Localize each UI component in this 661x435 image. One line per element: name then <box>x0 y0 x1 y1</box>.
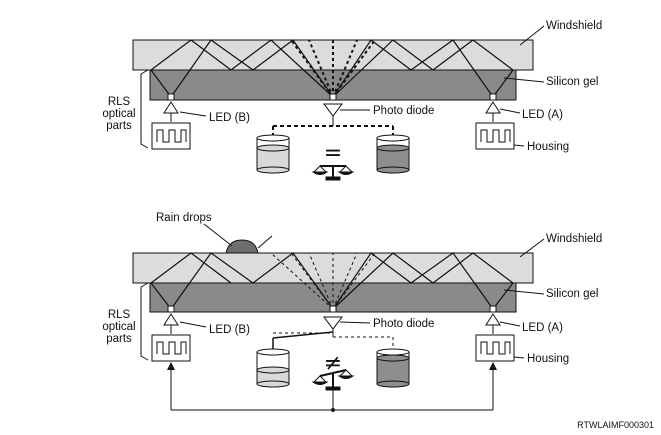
led-a-window <box>489 305 497 313</box>
led-triangle-icon <box>485 313 501 326</box>
rls-label: optical <box>102 108 135 120</box>
housing-b <box>151 122 191 150</box>
housing-a <box>475 122 515 150</box>
led-b-window <box>167 93 175 101</box>
led-triangle-icon <box>485 101 501 114</box>
led-a-window <box>489 93 497 101</box>
pulse-wave-icon <box>156 129 187 143</box>
silicon-gel-label: Silicon gel <box>546 76 598 88</box>
rls-bracket <box>140 282 149 361</box>
panel-no-rain: = RLS optical parts Windshield Silicon g… <box>102 20 602 181</box>
rls-label: optical <box>102 321 135 333</box>
pulse-wave-icon <box>480 341 511 355</box>
panel-with-rain: Rain drops <box>102 212 602 412</box>
photo-diode-label: Photo diode <box>373 105 434 117</box>
housing-label: Housing <box>527 141 569 153</box>
led-b-window <box>167 305 175 313</box>
light-rays-solid <box>150 252 514 310</box>
silicon-gel-label: Silicon gel <box>546 288 598 300</box>
container-icon <box>376 134 410 174</box>
photo-diode-label: Photo diode <box>373 318 434 330</box>
equal-sign: = <box>324 141 342 166</box>
reference-code: RTWLAIMF000301 <box>577 420 654 430</box>
photo-diode-triangle-icon <box>323 103 343 117</box>
housing-b <box>151 334 191 362</box>
led-triangle-icon <box>163 101 179 114</box>
windshield-label: Windshield <box>546 233 602 245</box>
led-b-label: LED (B) <box>209 112 250 124</box>
light-rays-dashed <box>290 39 376 98</box>
photo-diode-window <box>329 305 337 313</box>
balance-scale-icon <box>311 165 355 181</box>
led-a-label: LED (A) <box>522 109 563 121</box>
rls-label: RLS <box>108 96 131 108</box>
pulse-wave-icon <box>480 129 511 143</box>
light-rays-dashed <box>270 252 376 310</box>
light-rays-solid <box>150 39 514 98</box>
photo-diode-triangle-icon <box>323 316 343 330</box>
balance-scale-icon <box>311 369 355 391</box>
container-icon <box>376 348 410 388</box>
led-triangle-icon <box>163 313 179 326</box>
rls-bracket <box>140 69 149 149</box>
not-equal-sign: ≠ <box>324 351 342 376</box>
pulse-wave-icon <box>156 341 187 355</box>
rls-label: RLS <box>108 309 131 321</box>
photo-diode-window <box>329 93 337 101</box>
rls-label: parts <box>106 333 132 345</box>
led-b-label: LED (B) <box>209 324 250 336</box>
housing-a <box>475 334 515 362</box>
windshield-label: Windshield <box>546 20 602 32</box>
rain-drops-label: Rain drops <box>156 212 212 224</box>
housing-label: Housing <box>527 353 569 365</box>
rain-drop <box>225 239 259 255</box>
container-icon <box>256 348 290 388</box>
led-a-label: LED (A) <box>522 322 563 334</box>
rls-label: parts <box>106 120 132 132</box>
container-icon <box>256 134 290 174</box>
